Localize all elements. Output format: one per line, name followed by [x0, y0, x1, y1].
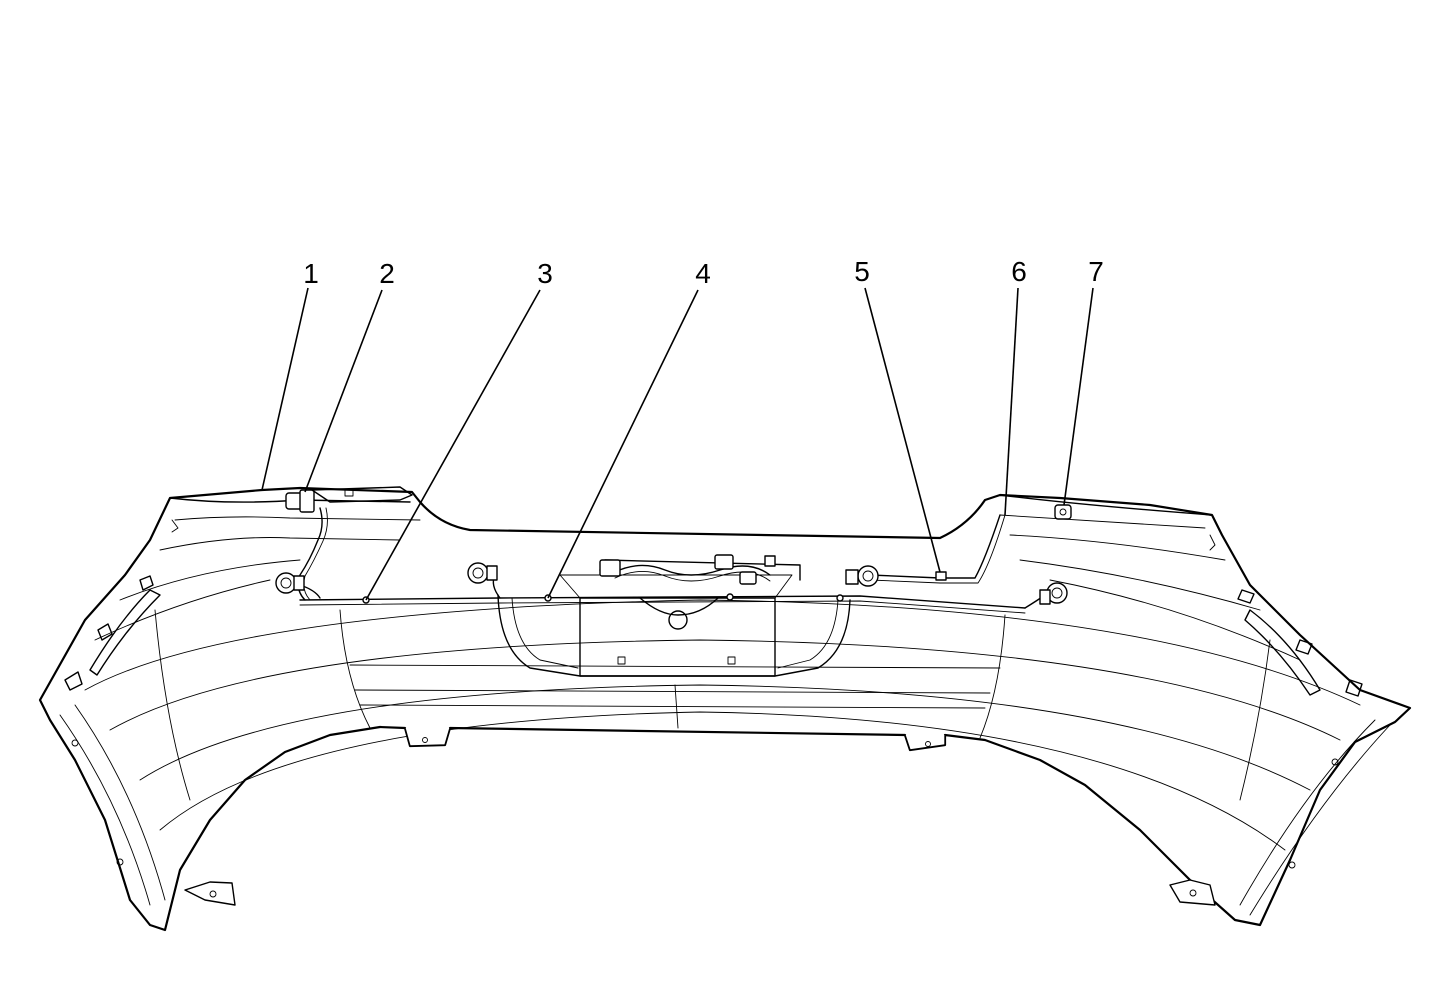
leader-line-7 — [1063, 287, 1094, 506]
leader-line-3 — [365, 289, 541, 601]
center-connectors-icon — [599, 554, 776, 585]
leader-line-4 — [547, 289, 699, 599]
lamp-socket-right-icon — [1039, 582, 1068, 605]
lamp-socket-center-right-icon — [845, 565, 879, 587]
leader-lines — [261, 287, 1094, 601]
callout-7: 7 — [1088, 256, 1104, 287]
leader-line-2 — [304, 289, 383, 493]
connector-left-top-icon — [285, 489, 315, 513]
license-plate-pocket — [497, 574, 851, 677]
leader-line-1 — [261, 287, 309, 491]
callout-6: 6 — [1011, 256, 1027, 287]
leader-line-6 — [1004, 287, 1019, 516]
connectors — [275, 486, 1072, 605]
leader-line-5 — [864, 287, 941, 573]
callout-2: 2 — [379, 258, 395, 289]
lamp-socket-center-left-icon — [467, 562, 498, 584]
callout-labels: 1 2 3 4 5 6 7 — [303, 256, 1104, 289]
lamp-socket-left-icon — [275, 572, 305, 594]
callout-5: 5 — [854, 256, 870, 287]
callout-3: 3 — [537, 258, 553, 289]
connector-right-top-icon — [1054, 504, 1072, 520]
callout-1: 1 — [303, 258, 319, 289]
callout-4: 4 — [695, 258, 711, 289]
wiring-harness — [289, 507, 1046, 614]
